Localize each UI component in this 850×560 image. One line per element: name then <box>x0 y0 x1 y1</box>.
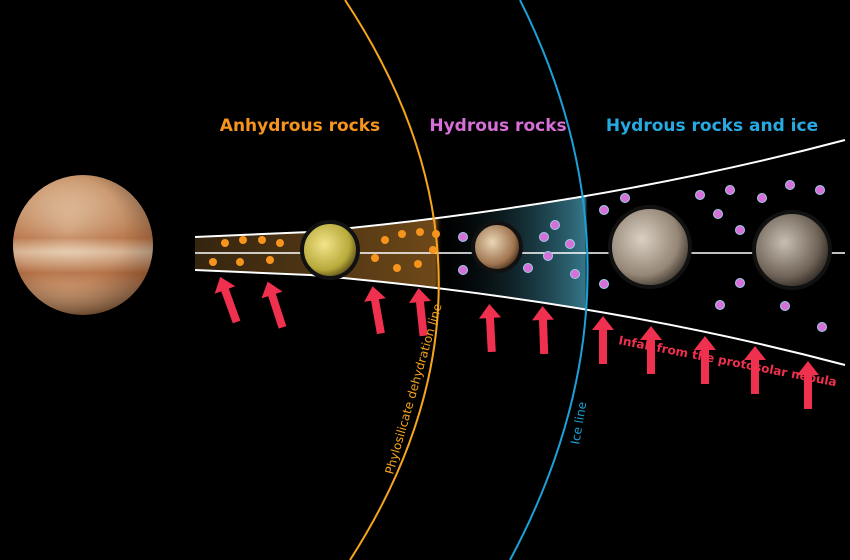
anhydrous-particle <box>432 230 440 238</box>
label-hydrous-rocks-and-ice: Hydrous rocks and ice <box>606 116 818 136</box>
hydrous-particle <box>599 205 609 215</box>
io <box>300 220 360 280</box>
hydrous-particle <box>620 193 630 203</box>
hydrous-particle <box>757 193 767 203</box>
ice-line <box>509 0 589 560</box>
infall-arrow-icon <box>479 304 501 353</box>
ganymede <box>608 205 692 289</box>
infall-arrow-icon <box>797 361 819 409</box>
hydrous-particle <box>565 239 575 249</box>
infall-arrow-icon <box>640 326 662 374</box>
anhydrous-particle <box>239 236 247 244</box>
anhydrous-particle <box>429 246 437 254</box>
disk-upper-edge <box>194 139 846 238</box>
label-anhydrous-rocks: Anhydrous rocks <box>220 116 380 136</box>
hydrous-particle <box>780 301 790 311</box>
hydrous-particle <box>550 220 560 230</box>
europa <box>471 221 523 273</box>
infall-arrow-icon <box>532 306 554 355</box>
anhydrous-particle <box>393 264 401 272</box>
hydrous-particle <box>735 278 745 288</box>
anhydrous-particle <box>414 260 422 268</box>
hydrous-particle <box>695 190 705 200</box>
hydrous-particle <box>539 232 549 242</box>
hydrous-particle <box>599 279 609 289</box>
anhydrous-particle <box>221 239 229 247</box>
dehydration-line <box>344 0 440 560</box>
anhydrous-particle <box>266 256 274 264</box>
hydrous-particle <box>725 185 735 195</box>
infall-arrow-icon <box>409 288 431 337</box>
anhydrous-particle <box>398 230 406 238</box>
infall-arrow-icon <box>214 276 241 324</box>
hydrous-particle <box>523 263 533 273</box>
hydrous-particle <box>570 269 580 279</box>
hydrous-particle <box>715 300 725 310</box>
infall-arrow-icon <box>744 346 766 394</box>
anhydrous-particle <box>276 239 284 247</box>
anhydrous-particle <box>381 236 389 244</box>
hydrous-particle <box>817 322 827 332</box>
callisto <box>752 210 832 290</box>
hydrous-particle <box>815 185 825 195</box>
anhydrous-particle <box>371 254 379 262</box>
label-ice-line: Ice line <box>568 401 589 446</box>
anhydrous-particle <box>209 258 217 266</box>
disk-lower-edge <box>194 269 846 366</box>
anhydrous-particle <box>236 258 244 266</box>
anhydrous-particle <box>416 228 424 236</box>
hydrous-particle <box>543 251 553 261</box>
hydrous-particle <box>785 180 795 190</box>
hydrous-particle <box>713 209 723 219</box>
infall-arrow-icon <box>592 316 614 364</box>
infall-arrow-icon <box>364 286 386 335</box>
hydrous-particle <box>458 265 468 275</box>
hydrous-particle <box>735 225 745 235</box>
anhydrous-particle <box>258 236 266 244</box>
label-dehydration-line: Phylosilicate dehydration line <box>382 302 444 476</box>
infall-arrow-icon <box>694 336 716 384</box>
hydrous-particle <box>458 232 468 242</box>
jupiter <box>13 175 153 315</box>
label-hydrous-rocks: Hydrous rocks <box>429 116 566 136</box>
infall-arrow-icon <box>261 281 287 329</box>
